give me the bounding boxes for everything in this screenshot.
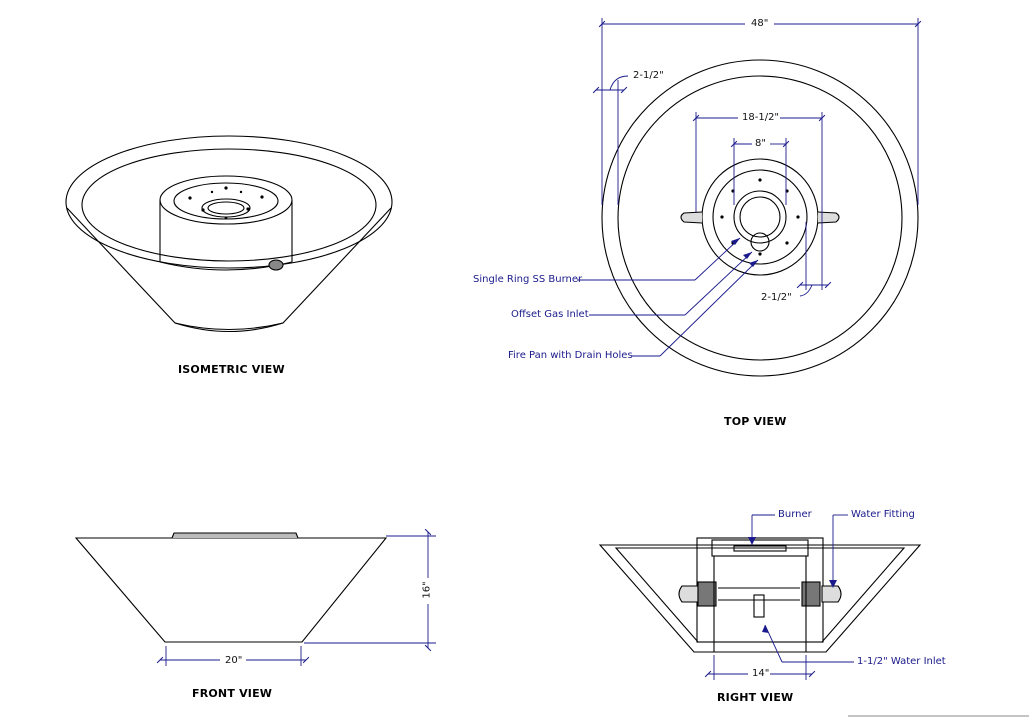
right-pipe bbox=[718, 587, 800, 601]
top-fire-pan-inner bbox=[712, 169, 808, 265]
top-gas-inlet bbox=[750, 232, 770, 252]
dim-height: 16" bbox=[421, 581, 433, 599]
iso-outer-rim bbox=[65, 135, 393, 269]
iso-cylinder-side bbox=[159, 200, 293, 262]
front-view-title: FRONT VIEW bbox=[192, 687, 273, 700]
isometric-view bbox=[65, 135, 393, 332]
iso-bowl-body bbox=[66, 207, 392, 330]
callout-fire-pan: Fire Pan with Drain Holes bbox=[508, 350, 633, 361]
right-fitting-left bbox=[697, 581, 717, 607]
right-pedestal bbox=[713, 556, 807, 652]
top-view bbox=[601, 59, 919, 377]
top-leader-arrows bbox=[731, 238, 758, 267]
iso-bowl-bottom bbox=[174, 322, 284, 332]
dim-lug-offset: 2-1/2" bbox=[761, 292, 792, 303]
iso-burner-ring-inner bbox=[207, 201, 245, 215]
top-burner-inner bbox=[739, 196, 781, 238]
front-bowl bbox=[74, 537, 388, 643]
top-view-title: TOP VIEW bbox=[724, 415, 787, 428]
iso-drain-holes bbox=[188, 186, 264, 220]
dim-pedestal-width: 14" bbox=[752, 668, 770, 679]
right-lug-right bbox=[821, 585, 842, 603]
isometric-view-title: ISOMETRIC VIEW bbox=[178, 363, 285, 376]
callout-water-fitting: Water Fitting bbox=[851, 509, 915, 520]
right-burner bbox=[733, 545, 787, 552]
callout-single-ring-burner: Single Ring SS Burner bbox=[473, 274, 583, 285]
dim-burner-diameter: 8" bbox=[755, 138, 766, 149]
front-burner-cap bbox=[171, 532, 299, 539]
iso-inner-rim bbox=[81, 148, 377, 262]
callout-offset-gas-inlet: Offset Gas Inlet bbox=[511, 309, 589, 320]
front-view bbox=[74, 532, 388, 643]
right-view bbox=[598, 537, 922, 653]
top-dimensions bbox=[577, 18, 922, 357]
callout-burner: Burner bbox=[778, 509, 812, 520]
dim-base-width: 20" bbox=[225, 655, 243, 666]
dim-fire-pan-diameter: 18-1/2" bbox=[742, 112, 780, 123]
dim-lip-width: 2-1/2" bbox=[633, 70, 664, 81]
front-dimensions bbox=[156, 528, 436, 666]
right-lug-left bbox=[678, 585, 699, 603]
right-fitting-right bbox=[801, 581, 821, 607]
right-outer-bowl bbox=[598, 544, 922, 653]
callout-water-inlet: 1-1/2" Water Inlet bbox=[857, 656, 946, 667]
top-burner-outer bbox=[733, 190, 787, 244]
right-dimensions bbox=[704, 514, 854, 680]
right-gas-valve bbox=[753, 594, 765, 618]
top-inner-circle bbox=[617, 75, 903, 361]
top-lug-left bbox=[680, 211, 703, 224]
right-view-title: RIGHT VIEW bbox=[717, 691, 794, 704]
right-leader-arrows bbox=[748, 537, 837, 633]
top-drain-holes bbox=[720, 178, 800, 256]
top-outer-circle bbox=[601, 59, 919, 377]
right-burner-plate bbox=[711, 539, 809, 557]
dim-overall-width: 48" bbox=[751, 18, 769, 29]
top-lug-right bbox=[817, 211, 840, 224]
iso-gas-inlet bbox=[268, 259, 284, 271]
